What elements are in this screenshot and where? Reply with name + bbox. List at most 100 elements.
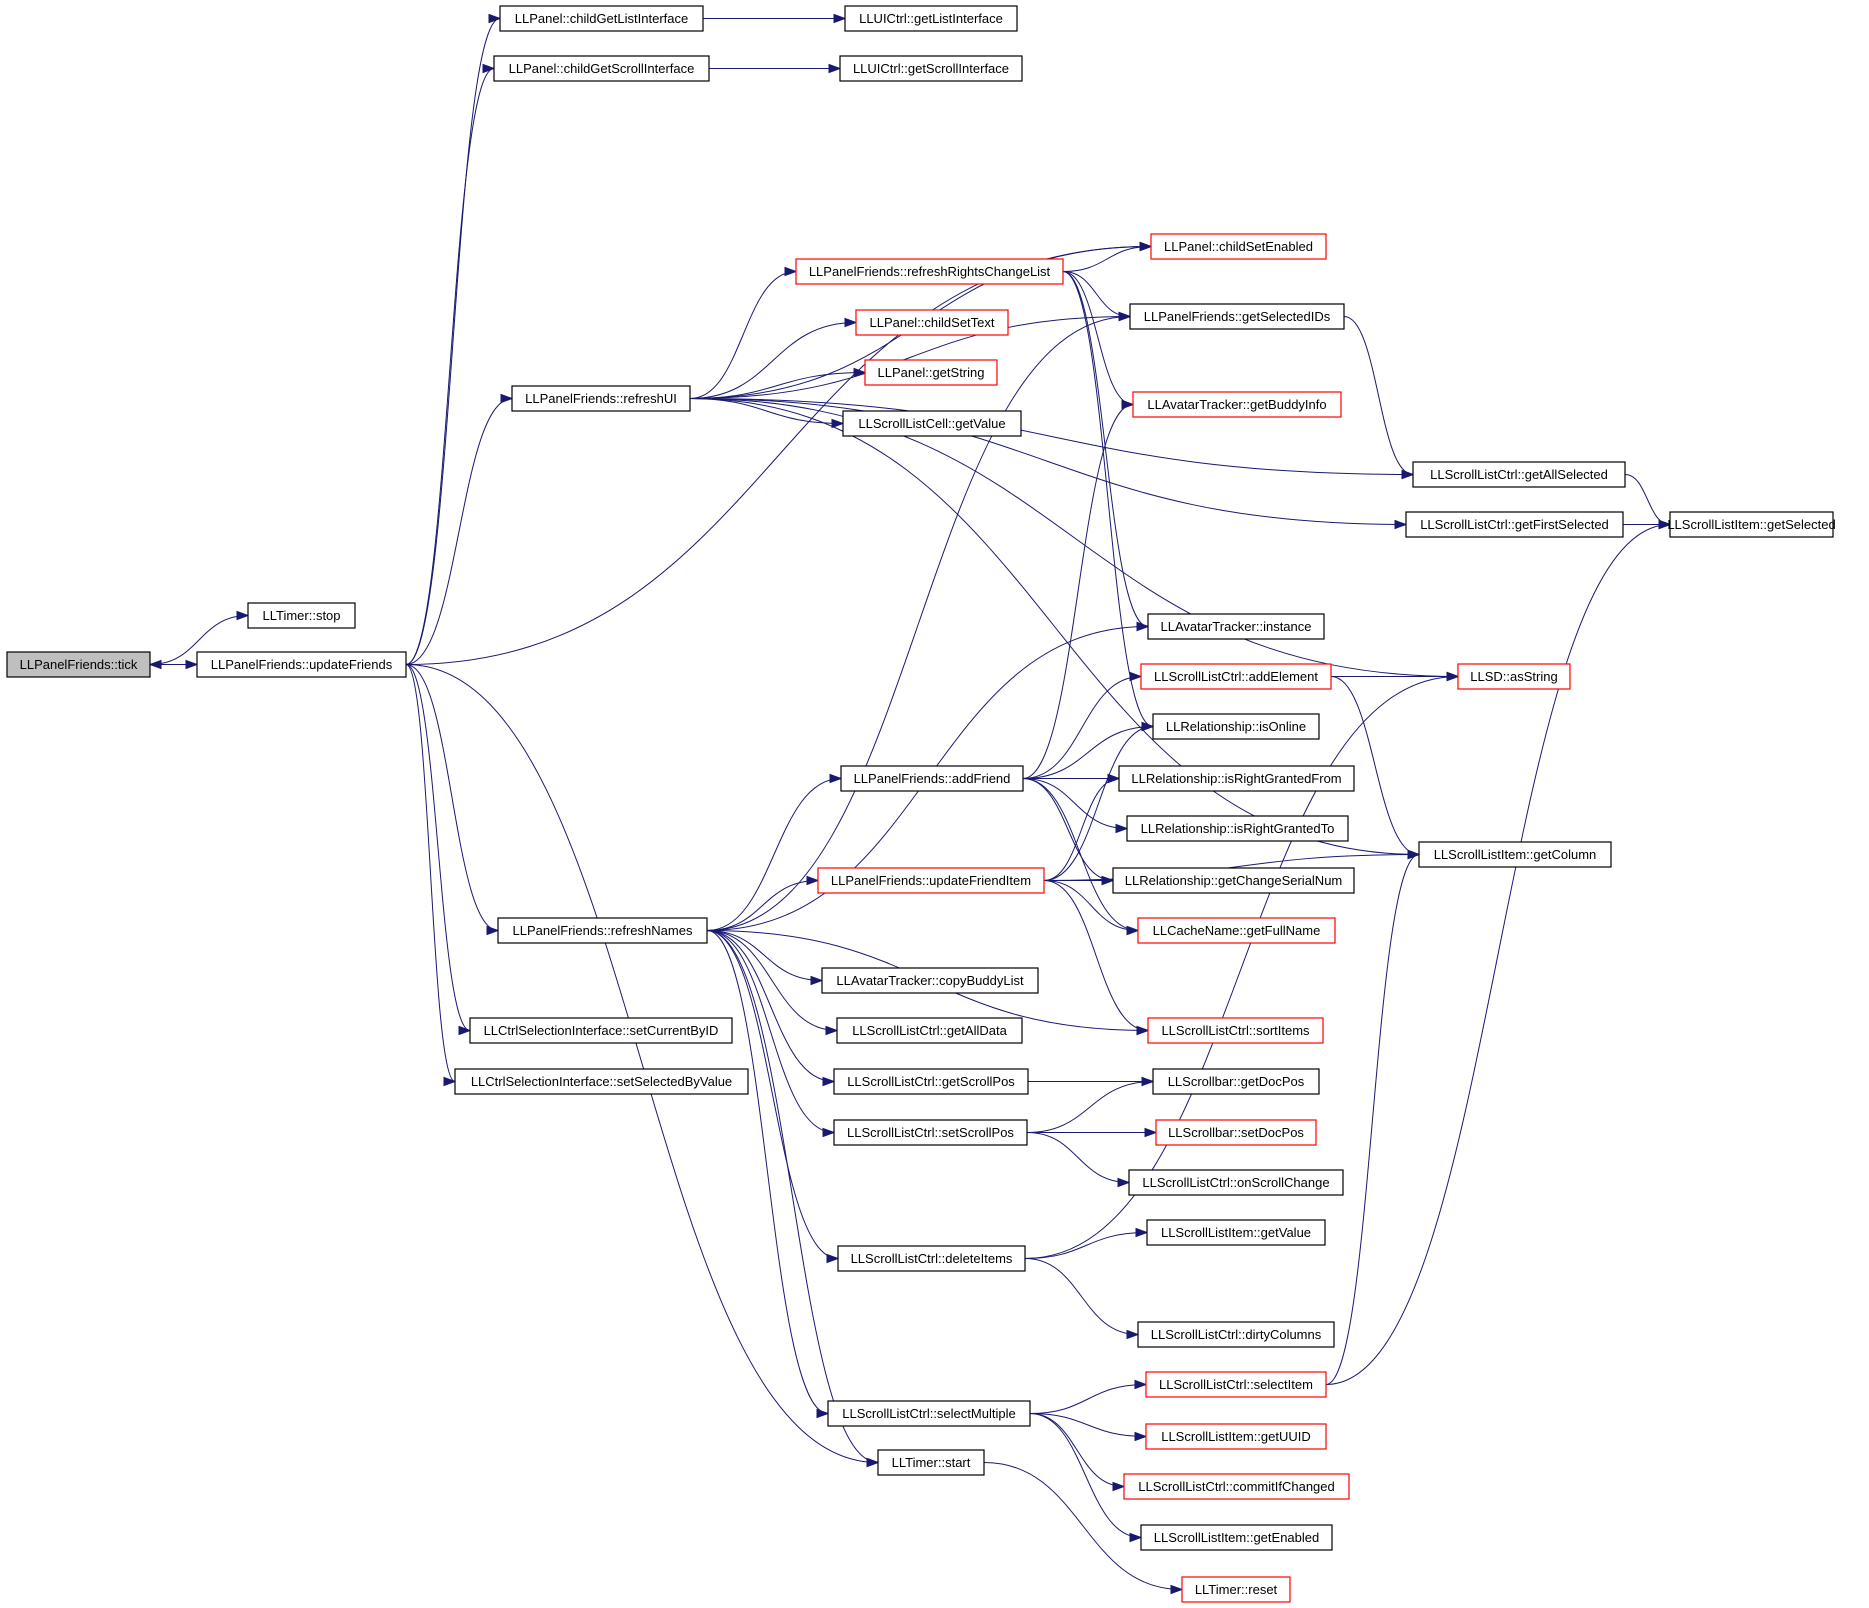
node-box[interactable] <box>469 1017 733 1044</box>
node-box[interactable] <box>1405 511 1624 538</box>
node-box[interactable] <box>837 1245 1026 1272</box>
node-box[interactable] <box>497 917 708 944</box>
node-getScrollPos[interactable]: LLScrollListCtrl::getScrollPos <box>833 1068 1029 1095</box>
node-childGetListInterface[interactable]: LLPanel::childGetListInterface <box>499 5 704 32</box>
node-timerReset[interactable]: LLTimer::reset <box>1181 1576 1291 1603</box>
node-box[interactable] <box>247 602 356 629</box>
node-getColumn[interactable]: LLScrollListItem::getColumn <box>1418 841 1612 868</box>
node-box[interactable] <box>1129 303 1345 330</box>
node-refreshRights[interactable]: LLPanelFriends::refreshRightsChangeList <box>795 258 1064 285</box>
node-box[interactable] <box>511 385 691 412</box>
node-box[interactable] <box>1147 613 1325 640</box>
node-box[interactable] <box>1146 1219 1326 1246</box>
node-box[interactable] <box>795 258 1064 285</box>
node-box[interactable] <box>196 651 407 678</box>
node-box[interactable] <box>1137 917 1336 944</box>
node-copyBuddyList[interactable]: LLAvatarTracker::copyBuddyList <box>821 967 1039 994</box>
node-box[interactable] <box>1123 1473 1350 1500</box>
node-childGetScrollInterface[interactable]: LLPanel::childGetScrollInterface <box>493 55 710 82</box>
node-childSetEnabled[interactable]: LLPanel::childSetEnabled <box>1150 233 1327 260</box>
node-addElement[interactable]: LLScrollListCtrl::addElement <box>1140 663 1332 690</box>
node-getFirstSelected[interactable]: LLScrollListCtrl::getFirstSelected <box>1405 511 1624 538</box>
node-getEnabled[interactable]: LLScrollListItem::getEnabled <box>1140 1524 1333 1551</box>
node-box[interactable] <box>1145 1423 1327 1450</box>
node-box[interactable] <box>1418 841 1612 868</box>
node-updateFriends[interactable]: LLPanelFriends::updateFriends <box>196 651 407 678</box>
node-commitIfChanged[interactable]: LLScrollListCtrl::commitIfChanged <box>1123 1473 1350 1500</box>
node-box[interactable] <box>839 55 1023 82</box>
node-getSelectedIDs[interactable]: LLPanelFriends::getSelectedIDs <box>1129 303 1345 330</box>
node-refreshUI[interactable]: LLPanelFriends::refreshUI <box>511 385 691 412</box>
node-box[interactable] <box>1140 663 1332 690</box>
node-dirtyColumns[interactable]: LLScrollListCtrl::dirtyColumns <box>1137 1321 1335 1348</box>
node-box[interactable] <box>827 1400 1031 1427</box>
node-box[interactable] <box>499 5 704 32</box>
node-selectItem[interactable]: LLScrollListCtrl::selectItem <box>1145 1371 1327 1398</box>
node-refreshNames[interactable]: LLPanelFriends::refreshNames <box>497 917 708 944</box>
node-getString[interactable]: LLPanel::getString <box>864 359 998 386</box>
node-updateFriendItem[interactable]: LLPanelFriends::updateFriendItem <box>817 867 1045 894</box>
node-box[interactable] <box>855 309 1009 336</box>
node-getDocPos[interactable]: LLScrollbar::getDocPos <box>1152 1068 1320 1095</box>
node-asString[interactable]: LLSD::asString <box>1457 663 1571 690</box>
node-box[interactable] <box>1112 867 1355 894</box>
node-childSetText[interactable]: LLPanel::childSetText <box>855 309 1009 336</box>
node-box[interactable] <box>1137 1321 1335 1348</box>
node-isRightGrantedTo[interactable]: LLRelationship::isRightGrantedTo <box>1126 815 1349 842</box>
node-uiGetScrollInterface[interactable]: LLUICtrl::getScrollInterface <box>839 55 1023 82</box>
node-timerStop[interactable]: LLTimer::stop <box>247 602 356 629</box>
node-trackerInstance[interactable]: LLAvatarTracker::instance <box>1147 613 1325 640</box>
node-box[interactable] <box>844 5 1018 32</box>
node-box[interactable] <box>1118 765 1355 792</box>
node-isOnline[interactable]: LLRelationship::isOnline <box>1152 713 1320 740</box>
node-itemGetSelected[interactable]: LLScrollListItem::getSelected <box>1667 511 1836 538</box>
node-box[interactable] <box>836 1017 1023 1044</box>
node-onScrollChange[interactable]: LLScrollListCtrl::onScrollChange <box>1128 1169 1344 1196</box>
node-box[interactable] <box>1132 391 1342 418</box>
node-getAllSelected[interactable]: LLScrollListCtrl::getAllSelected <box>1412 461 1626 488</box>
node-box[interactable] <box>6 651 151 678</box>
node-timerStart[interactable]: LLTimer::start <box>877 1449 985 1476</box>
node-box[interactable] <box>1147 1017 1324 1044</box>
node-box[interactable] <box>1150 233 1327 260</box>
node-getChangeSerialNum[interactable]: LLRelationship::getChangeSerialNum <box>1112 867 1355 894</box>
node-box[interactable] <box>1412 461 1626 488</box>
node-setSelectedByValue[interactable]: LLCtrlSelectionInterface::setSelectedByV… <box>454 1068 749 1095</box>
node-box[interactable] <box>1457 663 1571 690</box>
node-itemGetValue[interactable]: LLScrollListItem::getValue <box>1146 1219 1326 1246</box>
node-setDocPos[interactable]: LLScrollbar::setDocPos <box>1155 1119 1317 1146</box>
node-addFriend[interactable]: LLPanelFriends::addFriend <box>840 765 1024 792</box>
node-box[interactable] <box>842 410 1022 437</box>
node-isRightGrantedFrom[interactable]: LLRelationship::isRightGrantedFrom <box>1118 765 1355 792</box>
node-getFullName[interactable]: LLCacheName::getFullName <box>1137 917 1336 944</box>
node-box[interactable] <box>821 967 1039 994</box>
node-sortItems[interactable]: LLScrollListCtrl::sortItems <box>1147 1017 1324 1044</box>
node-cellGetValue[interactable]: LLScrollListCell::getValue <box>842 410 1022 437</box>
node-box[interactable] <box>454 1068 749 1095</box>
node-box[interactable] <box>840 765 1024 792</box>
node-box[interactable] <box>1669 511 1834 538</box>
node-tick[interactable]: LLPanelFriends::tick <box>6 651 151 678</box>
node-deleteItems[interactable]: LLScrollListCtrl::deleteItems <box>837 1245 1026 1272</box>
node-box[interactable] <box>1155 1119 1317 1146</box>
node-selectMultiple[interactable]: LLScrollListCtrl::selectMultiple <box>827 1400 1031 1427</box>
node-box[interactable] <box>833 1119 1028 1146</box>
node-box[interactable] <box>864 359 998 386</box>
node-box[interactable] <box>817 867 1045 894</box>
node-box[interactable] <box>493 55 710 82</box>
node-box[interactable] <box>1140 1524 1333 1551</box>
node-getUUID[interactable]: LLScrollListItem::getUUID <box>1145 1423 1327 1450</box>
node-setScrollPos[interactable]: LLScrollListCtrl::setScrollPos <box>833 1119 1028 1146</box>
node-box[interactable] <box>833 1068 1029 1095</box>
node-setCurrentByID[interactable]: LLCtrlSelectionInterface::setCurrentByID <box>469 1017 733 1044</box>
node-box[interactable] <box>1152 1068 1320 1095</box>
node-getBuddyInfo[interactable]: LLAvatarTracker::getBuddyInfo <box>1132 391 1342 418</box>
node-box[interactable] <box>877 1449 985 1476</box>
node-box[interactable] <box>1152 713 1320 740</box>
node-getAllData[interactable]: LLScrollListCtrl::getAllData <box>836 1017 1023 1044</box>
node-box[interactable] <box>1126 815 1349 842</box>
node-uiGetListInterface[interactable]: LLUICtrl::getListInterface <box>844 5 1018 32</box>
node-box[interactable] <box>1181 1576 1291 1603</box>
node-box[interactable] <box>1145 1371 1327 1398</box>
node-box[interactable] <box>1128 1169 1344 1196</box>
